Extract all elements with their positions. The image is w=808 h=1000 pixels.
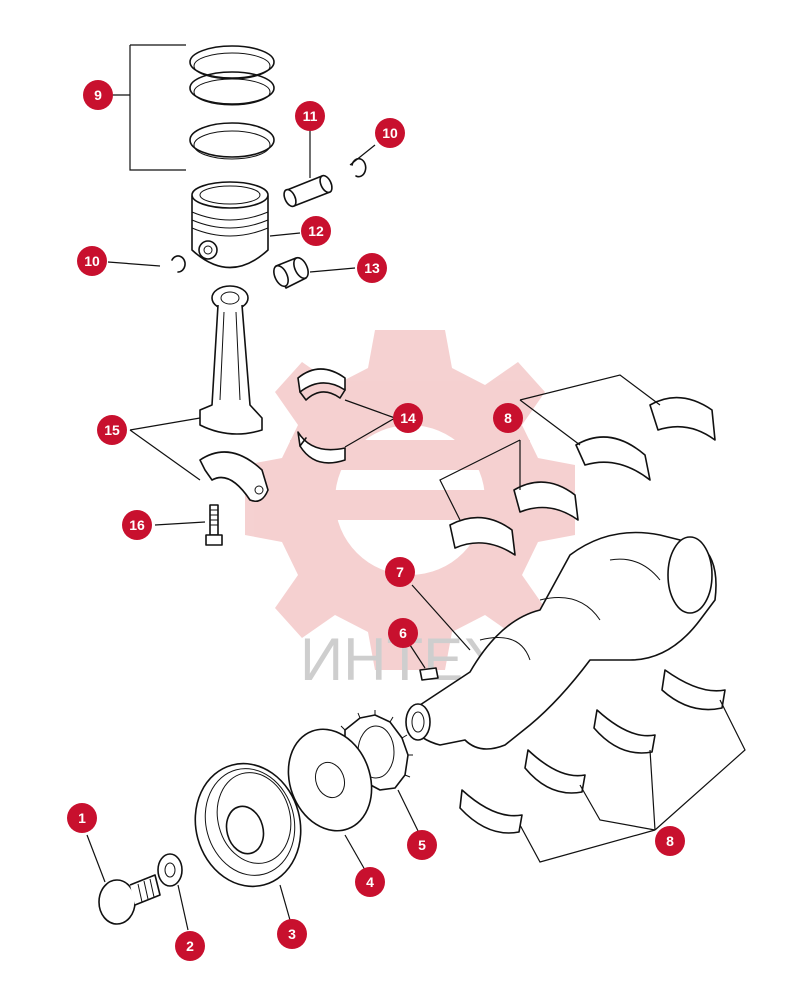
callout-5: 5 — [407, 830, 437, 860]
gear-logo-icon — [245, 330, 575, 670]
callout-3: 3 — [277, 919, 307, 949]
washer-icon — [157, 853, 189, 931]
piston-rings-icon — [112, 44, 275, 171]
svg-text:6: 6 — [399, 625, 407, 641]
svg-text:14: 14 — [400, 410, 416, 426]
svg-text:11: 11 — [303, 108, 318, 124]
piston-icon — [191, 181, 269, 269]
crank-pulley-icon — [194, 762, 302, 921]
callout-12: 12 — [301, 216, 331, 246]
svg-text:4: 4 — [366, 874, 374, 890]
callout-2: 2 — [175, 931, 205, 961]
leader-lines — [107, 130, 376, 273]
crank-bolt-icon — [86, 834, 161, 925]
svg-text:7: 7 — [396, 564, 404, 580]
callout-4: 4 — [355, 867, 385, 897]
callout-8: 8 — [493, 403, 523, 433]
crankshaft-icon — [405, 531, 717, 750]
woodruff-key-icon — [409, 644, 439, 681]
circlip-icon — [171, 157, 367, 273]
connecting-rod-icon — [129, 285, 269, 503]
callout-9: 9 — [83, 80, 113, 110]
callout-7: 7 — [385, 557, 415, 587]
svg-text:10: 10 — [382, 125, 398, 141]
svg-text:10: 10 — [84, 253, 100, 269]
callout-13: 13 — [357, 253, 387, 283]
callout-6: 6 — [388, 618, 418, 648]
svg-text:2: 2 — [186, 938, 194, 954]
svg-text:13: 13 — [364, 260, 380, 276]
svg-text:15: 15 — [104, 422, 120, 438]
callout-10: 10 — [77, 246, 107, 276]
main-bearing-shells-icon — [459, 669, 746, 863]
svg-text:8: 8 — [504, 410, 512, 426]
rod-bolt-icon — [154, 504, 223, 546]
svg-text:8: 8 — [666, 833, 674, 849]
callout-15: 15 — [97, 415, 127, 445]
svg-text:16: 16 — [129, 517, 145, 533]
callout-8: 8 — [655, 826, 685, 856]
callout-14: 14 — [393, 403, 423, 433]
callout-11: 11 — [295, 101, 325, 131]
svg-text:1: 1 — [78, 810, 86, 826]
callout-10: 10 — [375, 118, 405, 148]
callout-16: 16 — [122, 510, 152, 540]
svg-text:12: 12 — [308, 223, 324, 239]
piston-pin-icon — [283, 174, 333, 208]
connecting-rod-bearing-shells-icon — [297, 368, 396, 464]
svg-text:3: 3 — [288, 926, 296, 942]
svg-text:9: 9 — [94, 87, 102, 103]
spacer-disc-icon — [287, 728, 373, 871]
pin-bushing-icon — [273, 256, 309, 289]
callouts: 9 11 10 12 10 13 14 8 15 16 7 6 1 5 8 4 … — [67, 80, 685, 961]
main-bearing-shells-icon — [439, 374, 716, 556]
callout-1: 1 — [67, 803, 97, 833]
watermark: ИНТЕХ — [245, 330, 575, 693]
svg-text:5: 5 — [418, 837, 426, 853]
